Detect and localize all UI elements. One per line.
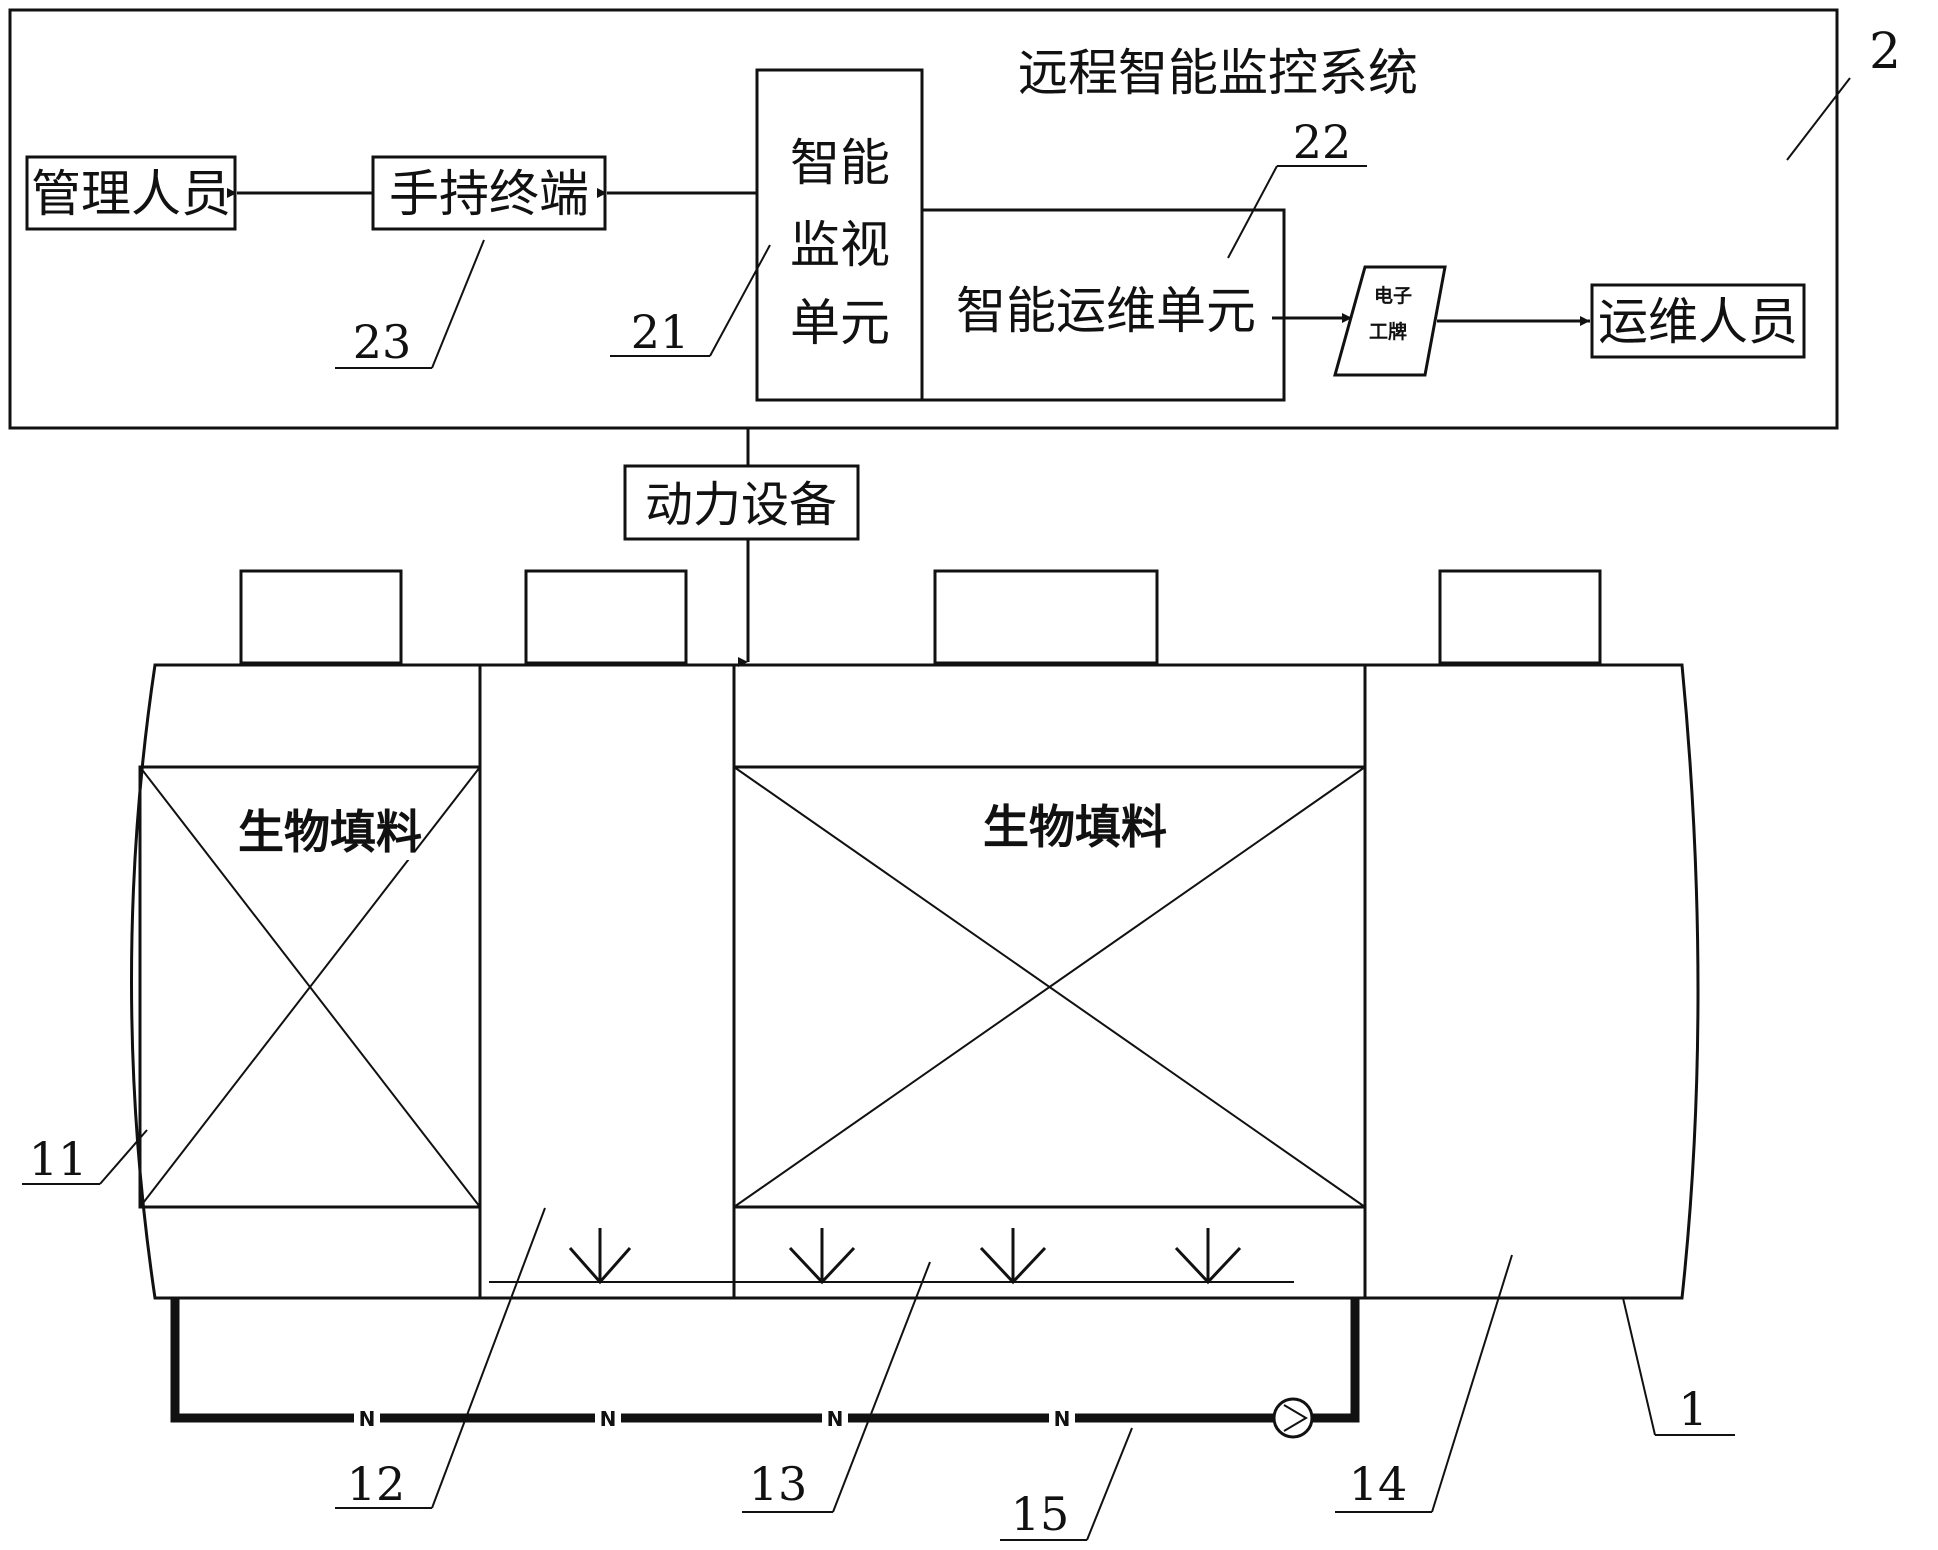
monitoring-unit-box xyxy=(755,68,924,402)
pipe-15-ref-number: 15 xyxy=(1011,1487,1070,1541)
handheld-terminal-ref-leader xyxy=(431,239,485,369)
power-equipment-label: 动力设备 xyxy=(645,477,837,533)
valve-2-bg xyxy=(595,1405,621,1431)
chamber-11-ref-number: 11 xyxy=(29,1132,88,1186)
bio-filler-right-label-bg xyxy=(985,795,1165,857)
chamber-11-ref-leader xyxy=(99,1129,148,1185)
pump-direction-mark xyxy=(1283,1404,1308,1432)
chamber-13-ref-leader xyxy=(832,1261,931,1513)
monitoring-unit-label-line3: 单元 xyxy=(790,294,890,352)
manager-label: 管理人员 xyxy=(31,165,231,223)
tank-ref-leader xyxy=(1622,1297,1656,1436)
chamber-12-ref-leader xyxy=(431,1207,546,1509)
chamber-12-ref-number: 12 xyxy=(347,1457,406,1511)
ops-staff-box xyxy=(1590,283,1806,359)
valve-1-mark: N xyxy=(359,1407,376,1431)
manhole-1 xyxy=(239,569,403,665)
bio-filler-left-label-bg xyxy=(245,800,415,860)
electronic-badge-label-line1: 电子 xyxy=(1374,284,1412,307)
ops-unit-ref-leader xyxy=(1227,165,1278,259)
pipe-15-ref-leader xyxy=(1086,1427,1133,1541)
diffuser-1 xyxy=(568,1228,632,1285)
diffuser-4 xyxy=(1174,1228,1242,1285)
manhole-2 xyxy=(524,569,688,665)
pump-icon xyxy=(1272,1397,1314,1439)
diffuser-3 xyxy=(979,1228,1047,1285)
system-ref-leader xyxy=(1786,77,1851,161)
chamber-14-ref-leader xyxy=(1431,1254,1513,1513)
manhole-3 xyxy=(933,569,1159,665)
monitoring-system-frame xyxy=(8,8,1839,430)
bio-filler-left-diagonal-b xyxy=(139,766,481,1208)
ops-staff-label: 运维人员 xyxy=(1598,293,1798,351)
bio-filler-left-label: 生物填料 xyxy=(238,805,422,859)
system-ref-number: 2 xyxy=(1869,22,1901,80)
bio-filler-left xyxy=(138,765,482,1209)
manhole-4 xyxy=(1438,569,1602,665)
electronic-badge-label-line2: 工牌 xyxy=(1369,320,1407,343)
system-title: 远程智能监控系统 xyxy=(1018,44,1418,102)
power-equipment-box xyxy=(623,464,860,541)
valve-4-bg xyxy=(1049,1405,1075,1431)
monitoring-unit-label-line1: 智能 xyxy=(790,134,890,192)
bio-filler-right-label: 生物填料 xyxy=(983,800,1167,854)
electronic-badge-shape xyxy=(1333,265,1447,377)
bio-filler-right-diagonal-b xyxy=(733,766,1366,1208)
chamber-13-ref-number: 13 xyxy=(749,1457,808,1511)
chamber-14-ref-number: 14 xyxy=(1349,1457,1408,1511)
monitoring-unit-ref-number: 21 xyxy=(631,305,690,359)
monitoring-unit-label-line2: 监视 xyxy=(790,216,890,274)
ops-unit-box xyxy=(922,208,1286,402)
valve-1-bg xyxy=(354,1405,380,1431)
ops-unit-label: 智能运维单元 xyxy=(956,282,1256,340)
handheld-terminal-ref-number: 23 xyxy=(353,315,412,369)
valve-3-bg xyxy=(822,1405,848,1431)
valve-3-mark: N xyxy=(827,1407,844,1431)
ops-unit-ref-number: 22 xyxy=(1293,115,1352,169)
valve-4-mark: N xyxy=(1054,1407,1071,1431)
tank-body xyxy=(130,663,1700,1300)
tank-ref-number: 1 xyxy=(1678,1382,1707,1436)
monitoring-unit-ref-leader xyxy=(709,244,771,357)
diffuser-2 xyxy=(788,1228,856,1285)
return-pipe xyxy=(170,1298,1360,1423)
valve-2-mark: N xyxy=(600,1407,617,1431)
bio-filler-right xyxy=(732,765,1367,1209)
handheld-terminal-label: 手持终端 xyxy=(389,165,589,223)
